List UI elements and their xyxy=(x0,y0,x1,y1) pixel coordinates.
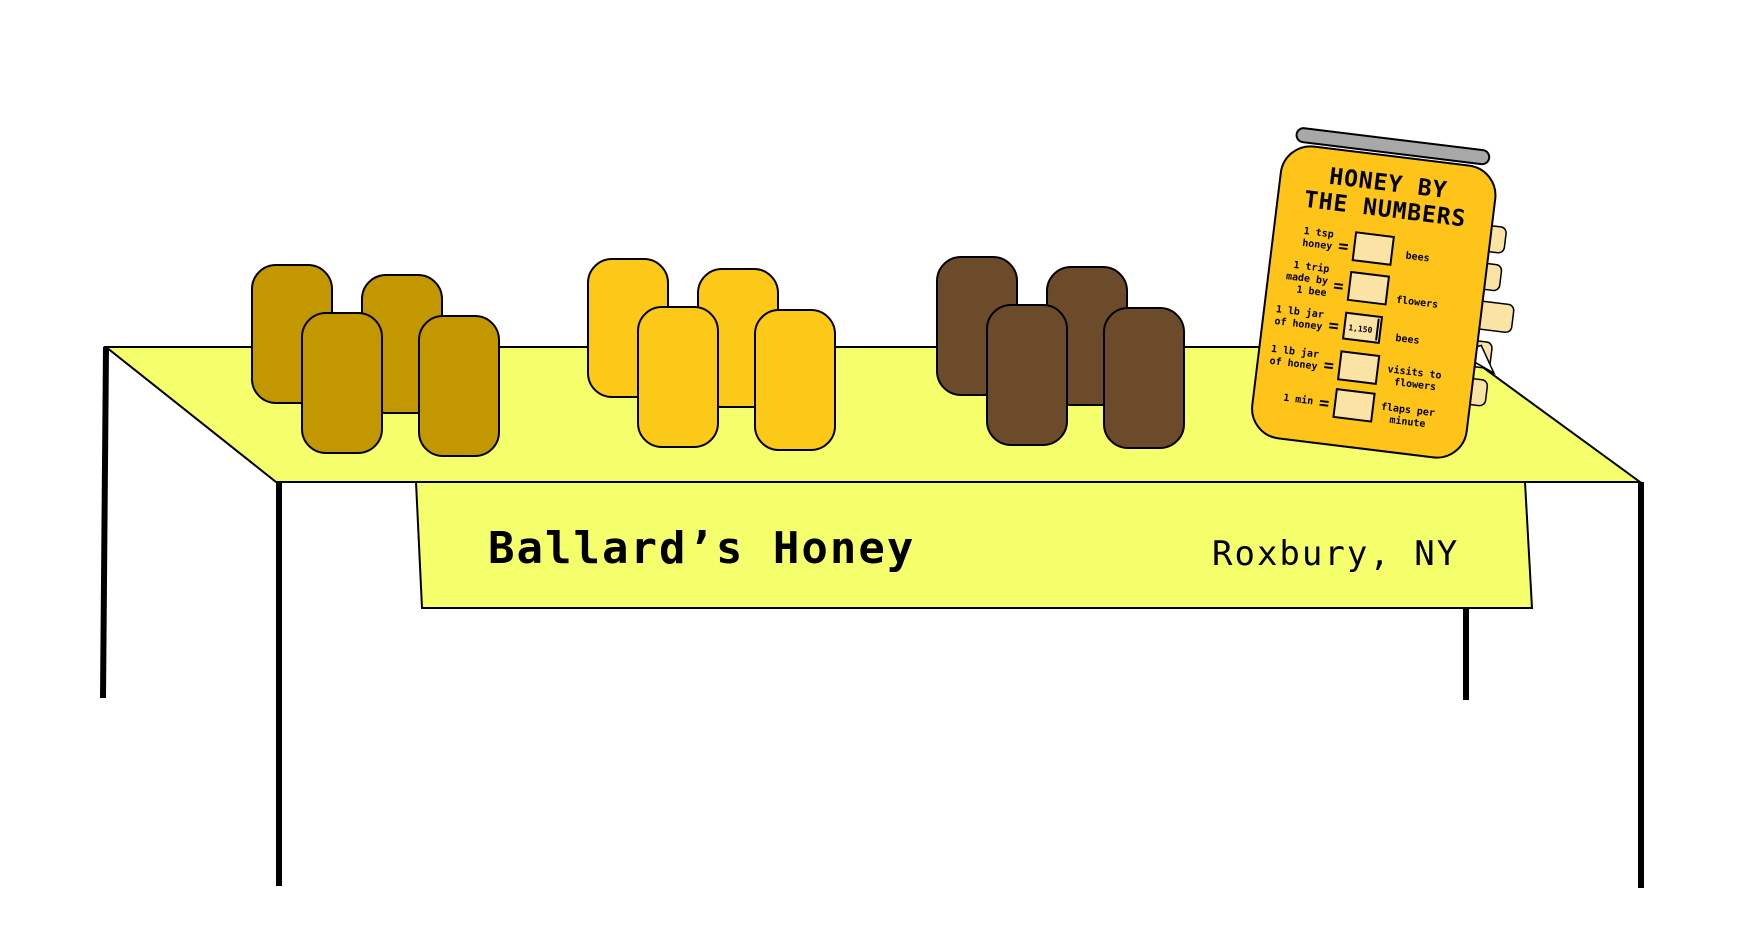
row-right-text: bees xyxy=(1395,333,1420,347)
row-left-text: 1 lb jar xyxy=(1270,343,1319,361)
jar xyxy=(986,304,1068,446)
equals-sign: = xyxy=(1332,276,1345,297)
jar xyxy=(1103,307,1185,449)
equals-sign: = xyxy=(1322,355,1335,376)
banner-location: Roxbury, NY xyxy=(1212,534,1459,574)
row-left-text: 1 min xyxy=(1283,392,1314,408)
row-left-text: 1 trip xyxy=(1293,259,1330,275)
row-left-text: made by xyxy=(1285,271,1328,287)
jar xyxy=(754,309,836,451)
row-right-text: bees xyxy=(1405,251,1430,265)
sign-row: 1 min = flaps per minute xyxy=(1283,388,1435,430)
honey-facts-sign: HONEY BY THE NUMBERS 1 tsp honey = bees … xyxy=(1251,127,1515,459)
answer-box xyxy=(1351,231,1395,266)
equals-sign: = xyxy=(1337,236,1350,257)
row-right-text: minute xyxy=(1389,414,1426,430)
jar-group-dark xyxy=(936,256,1185,449)
answer-box xyxy=(1332,388,1376,423)
sign-lid xyxy=(1295,127,1491,166)
answer-value: 1,150 xyxy=(1348,323,1373,335)
jar xyxy=(301,312,383,454)
row-left-text: 1 bee xyxy=(1296,285,1327,300)
jar xyxy=(418,315,500,457)
banner xyxy=(414,481,1534,609)
equals-sign: = xyxy=(1327,316,1340,337)
banner-title: Ballard’s Honey xyxy=(488,523,915,574)
sign-row: 1 lb jar of honey = 1,150 bees xyxy=(1274,303,1420,347)
table-leg-back-left xyxy=(100,346,109,699)
jar-group-gold xyxy=(587,258,836,451)
row-right-text: flowers xyxy=(1395,295,1438,311)
equals-sign: = xyxy=(1318,393,1331,414)
row-right-text: flowers xyxy=(1393,377,1436,393)
row-left-text: 1 lb jar xyxy=(1275,303,1324,321)
jar xyxy=(637,306,719,448)
answer-box xyxy=(1346,270,1391,306)
pencil-cursor xyxy=(1375,318,1380,341)
sign-row: 1 tsp honey = bees xyxy=(1302,226,1430,266)
row-left-text: honey xyxy=(1302,238,1333,253)
sign-row: 1 trip made by 1 bee = flowers xyxy=(1285,259,1438,311)
row-left-text: 1 tsp xyxy=(1303,226,1334,241)
answer-box xyxy=(1341,311,1384,345)
jar-group-amber xyxy=(251,264,500,457)
answer-box xyxy=(1336,350,1381,385)
